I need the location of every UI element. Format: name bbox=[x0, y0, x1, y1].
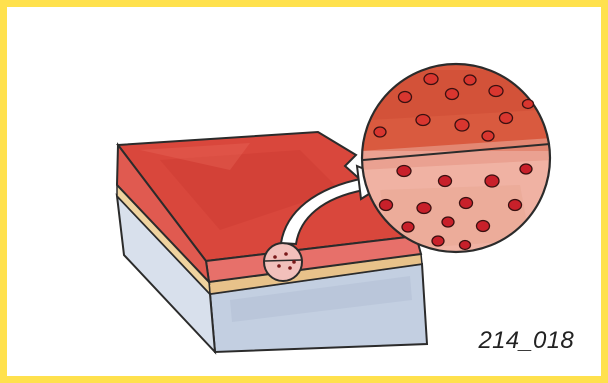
figure-code: 214_018 bbox=[478, 327, 574, 355]
sample-spot bbox=[264, 243, 302, 281]
